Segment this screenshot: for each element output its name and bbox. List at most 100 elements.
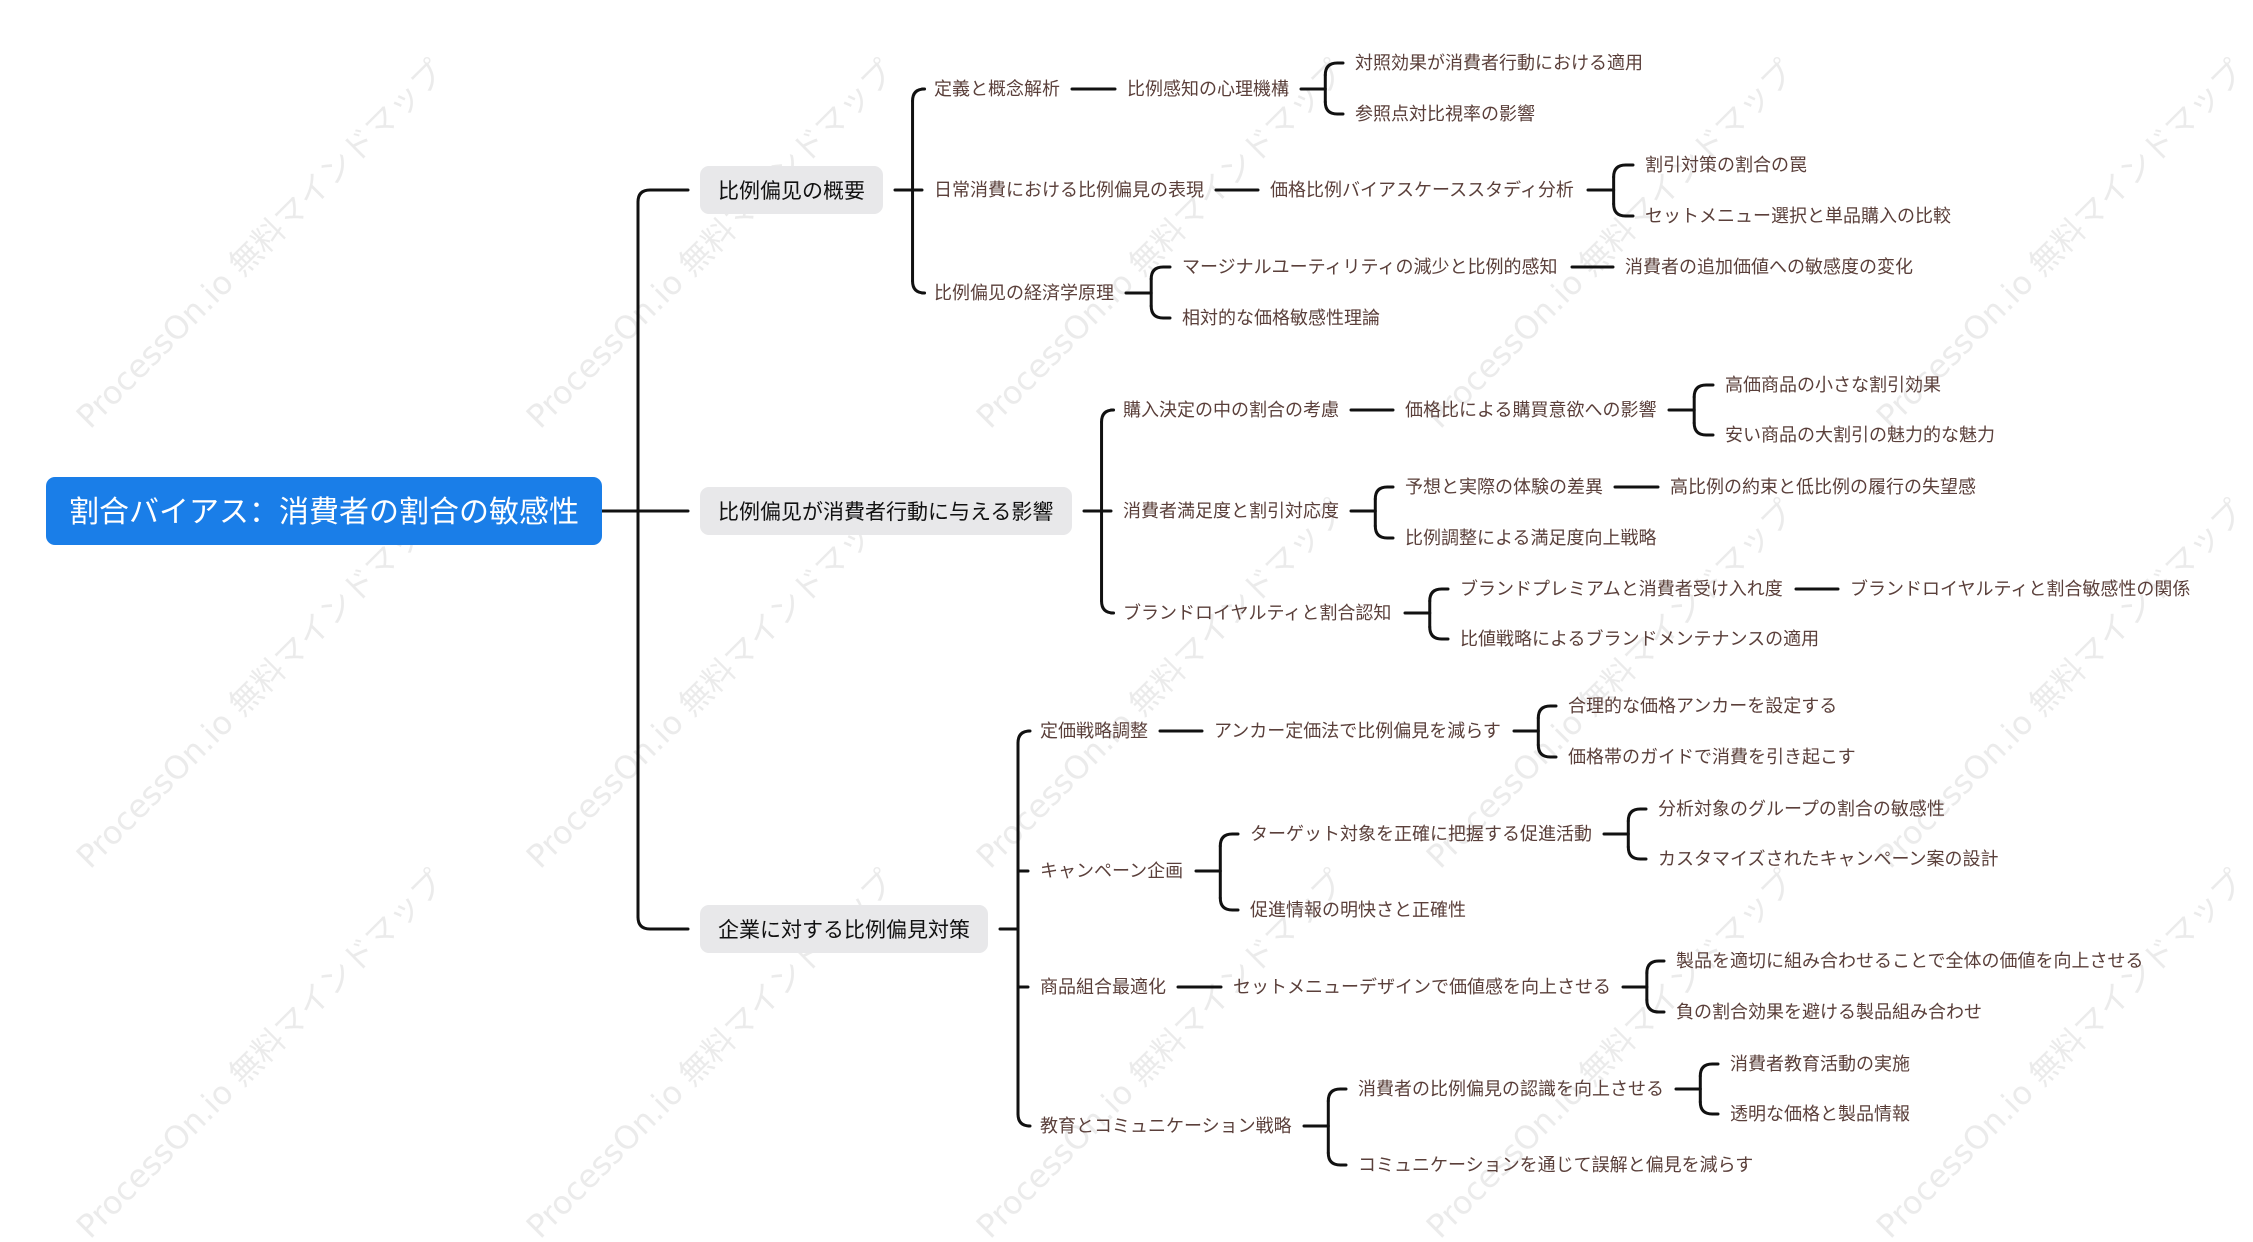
subtopic[interactable]: 安い商品の大割引の魅力的な魅力 — [1725, 425, 1995, 446]
subtopic[interactable]: 比例調整による満足度向上戦略 — [1405, 528, 1656, 549]
connector-branch — [1149, 265, 1172, 281]
main-topic-box — [700, 487, 1072, 535]
connector-branch — [1016, 1112, 1032, 1128]
subtopic-label: 教育とコミュニケーション戦略 — [1040, 1116, 1292, 1137]
connector-branch — [1218, 896, 1240, 912]
root-topic-box — [46, 477, 602, 545]
subtopic-label: 安い商品の大割引の魅力的な魅力 — [1725, 425, 1995, 446]
subtopic[interactable]: キャンペーン企画 — [1040, 861, 1183, 882]
subtopic[interactable]: 相対的な価格敏感性理論 — [1182, 308, 1380, 329]
subtopic-label: コミュニケーションを通じて誤解と偏見を減らす — [1358, 1155, 1753, 1176]
subtopic[interactable]: 価格比例バイアスケーススタディ分析 — [1270, 180, 1574, 201]
main-topic-box — [700, 166, 883, 214]
subtopic[interactable]: 高比例の約束と低比例の履行の失望感 — [1670, 477, 1976, 498]
subtopic-label: 相対的な価格敏感性理論 — [1182, 308, 1380, 329]
subtopic-label: 比値戦略によるブランドメンテナンスの適用 — [1460, 628, 1819, 650]
subtopic[interactable]: 参照点対比視率の影響 — [1355, 104, 1535, 125]
subtopic[interactable]: 消費者教育活動の実施 — [1730, 1054, 1910, 1075]
connector-branch — [1323, 61, 1345, 77]
connector-branch — [1626, 845, 1648, 861]
main-topic[interactable]: 企業に対する比例偏見対策 — [700, 905, 988, 953]
subtopic-label: 比例調整による満足度向上戦略 — [1405, 528, 1656, 549]
subtopic-label: 購入決定の中の割合の考慮 — [1123, 400, 1339, 421]
subtopic[interactable]: ブランドロイヤルティと割合認知 — [1123, 602, 1391, 624]
subtopic[interactable]: 日常消費における比例偏見の表現 — [934, 180, 1204, 201]
subtopic-label: 透明な価格と製品情報 — [1730, 1104, 1910, 1125]
subtopic[interactable]: 予想と実際の体験の差異 — [1405, 477, 1603, 498]
connector-branch — [911, 87, 927, 103]
subtopic-label: 高比例の約束と低比例の履行の失望感 — [1670, 477, 1976, 498]
subtopic[interactable]: 消費者満足度と割引対応度 — [1123, 501, 1339, 522]
connector-branch — [1692, 421, 1715, 437]
subtopic-label: 高価商品の小さな割引効果 — [1725, 375, 1941, 396]
subtopic-label: 商品組合最適化 — [1040, 977, 1166, 998]
main-topic[interactable]: 比例偏见の概要 — [700, 166, 883, 214]
main-topic-label: 比例偏见が消費者行動に与える影響 — [718, 500, 1053, 524]
connector-branch — [1536, 743, 1558, 759]
watermark-text: ProcessOn.io 無料マインドマップ — [519, 53, 902, 436]
connector-branch — [1326, 1087, 1348, 1103]
subtopic-label: 比例感知の心理機構 — [1127, 79, 1289, 100]
subtopic[interactable]: 比値戦略によるブランドメンテナンスの適用 — [1460, 628, 1819, 650]
subtopic[interactable]: ブランドロイヤルティと割合敏感性の関係 — [1850, 578, 2190, 600]
connector-branch — [1612, 163, 1635, 179]
subtopic-label: 参照点対比視率の影響 — [1355, 104, 1535, 125]
subtopic-label: ターゲット対象を正確に把握する促進活動 — [1250, 824, 1592, 845]
connector-branch — [1100, 599, 1116, 615]
subtopic[interactable]: ターゲット対象を正確に把握する促進活動 — [1250, 824, 1592, 845]
subtopic[interactable]: 高価商品の小さな割引効果 — [1725, 375, 1941, 396]
subtopic-label: 定価戦略調整 — [1040, 721, 1148, 742]
connector-layer — [600, 61, 1840, 1167]
subtopic[interactable]: 透明な価格と製品情報 — [1730, 1104, 1910, 1125]
main-topic-label: 企業に対する比例偏見対策 — [718, 918, 970, 942]
subtopic-label: カスタマイズされたキャンペーン案の設計 — [1658, 849, 1999, 870]
root-topic-label: 割合バイアス：消費者の割合の敏感性 — [69, 495, 579, 530]
subtopic-label: 割引対策の割合の罠 — [1645, 155, 1807, 176]
subtopic[interactable]: 定義と概念解析 — [934, 78, 1060, 100]
subtopic[interactable]: 価格帯のガイドで消費を引き起こす — [1568, 747, 1856, 768]
subtopic[interactable]: 割引対策の割合の罠 — [1645, 155, 1807, 176]
watermark-text: ProcessOn.io 無料マインドマップ — [69, 863, 452, 1242]
connector-branch — [911, 279, 927, 295]
subtopic[interactable]: 教育とコミュニケーション戦略 — [1040, 1116, 1292, 1137]
connector-branch — [636, 188, 690, 204]
subtopic[interactable]: 対照効果が消費者行動における適用 — [1355, 53, 1643, 74]
subtopic-label: 消費者満足度と割引対応度 — [1123, 501, 1339, 522]
subtopic[interactable]: 製品を適切に組み合わせることで全体の価値を向上させる — [1676, 951, 2143, 972]
subtopic[interactable]: 消費者の追加価値への敏感度の変化 — [1625, 257, 1913, 278]
subtopic[interactable]: 促進情報の明快さと正確性 — [1250, 900, 1466, 921]
subtopic[interactable]: 商品組合最適化 — [1040, 977, 1166, 998]
subtopic[interactable]: ブランドプレミアムと消費者受け入れ度 — [1460, 578, 1783, 600]
connector-branch — [1323, 100, 1345, 116]
subtopic[interactable]: 比例偏见の経済学原理 — [934, 283, 1114, 304]
main-topic[interactable]: 比例偏见が消費者行動に与える影響 — [700, 487, 1072, 535]
subtopic[interactable]: 価格比による購買意欲への影響 — [1405, 400, 1656, 421]
connector-branch — [1698, 1062, 1720, 1078]
subtopic[interactable]: 消費者の比例偏見の認識を向上させる — [1358, 1079, 1664, 1100]
subtopic-label: 合理的な価格アンカーを設定する — [1568, 696, 1837, 717]
watermark-text: ProcessOn.io 無料マインドマップ — [1419, 863, 1802, 1242]
subtopic-label: キャンペーン企画 — [1040, 861, 1183, 882]
subtopic-label: 対照効果が消費者行動における適用 — [1355, 53, 1643, 74]
subtopic[interactable]: 購入決定の中の割合の考慮 — [1123, 400, 1339, 421]
subtopic[interactable]: セットメニュー選択と単品購入の比較 — [1645, 206, 1951, 227]
subtopic-label: ブランドロイヤルティと割合敏感性の関係 — [1850, 578, 2190, 600]
subtopic[interactable]: 定価戦略調整 — [1040, 721, 1148, 742]
connector-branch — [636, 915, 690, 931]
subtopic[interactable]: セットメニューデザインで価値感を向上させる — [1233, 977, 1611, 998]
main-topic-label: 比例偏见の概要 — [718, 179, 865, 203]
subtopic[interactable]: アンカー定価法で比例偏見を減らす — [1214, 721, 1501, 742]
connector-branch — [1645, 998, 1666, 1014]
subtopic[interactable]: 負の割合効果を避ける製品組み合わせ — [1676, 1002, 1982, 1023]
subtopic[interactable]: 比例感知の心理機構 — [1127, 79, 1289, 100]
subtopic[interactable]: 合理的な価格アンカーを設定する — [1568, 696, 1837, 717]
subtopic[interactable]: マージナルユーティリティの減少と比例的感知 — [1182, 257, 1557, 278]
root-topic[interactable]: 割合バイアス：消費者の割合の敏感性 — [46, 477, 602, 545]
subtopic[interactable]: 分析対象のグループの割合の敏感性 — [1658, 799, 1945, 820]
subtopic[interactable]: カスタマイズされたキャンペーン案の設計 — [1658, 849, 1999, 870]
watermark-text: ProcessOn.io 無料マインドマップ — [519, 493, 902, 876]
subtopic[interactable]: コミュニケーションを通じて誤解と偏見を減らす — [1358, 1155, 1753, 1176]
subtopic-label: セットメニューデザインで価値感を向上させる — [1233, 977, 1611, 998]
